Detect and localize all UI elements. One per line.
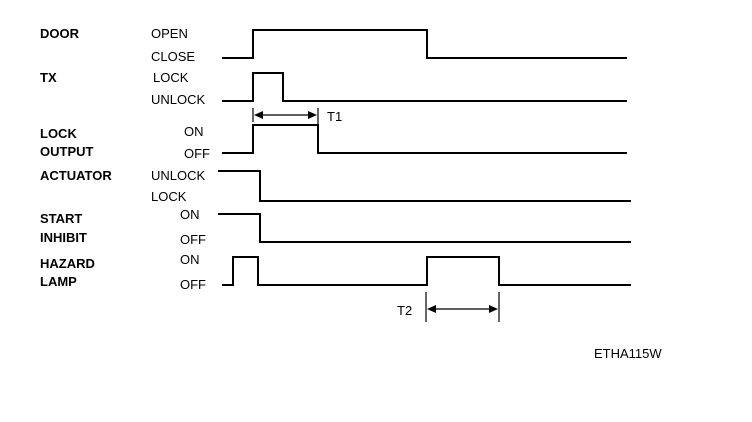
hazard-lamp-name-line2: LAMP xyxy=(40,274,77,289)
door-state-low: CLOSE xyxy=(151,49,195,64)
t1-arrow-right xyxy=(308,111,317,119)
lock-output-waveform xyxy=(222,124,627,154)
signal-lock-output: LOCK OUTPUT ON OFF xyxy=(40,124,627,161)
door-state-high: OPEN xyxy=(151,26,188,41)
door-name: DOOR xyxy=(40,26,80,41)
t1-label: T1 xyxy=(327,109,342,124)
actuator-waveform xyxy=(218,170,631,202)
hazard-lamp-waveform xyxy=(222,256,631,286)
lock-output-state-high: ON xyxy=(184,124,204,139)
lock-output-name-line1: LOCK xyxy=(40,126,77,141)
tx-state-low: UNLOCK xyxy=(151,92,206,107)
t2-dimension: T2 xyxy=(397,292,500,322)
signal-start-inhibit: START INHIBIT ON OFF xyxy=(40,207,631,247)
door-waveform xyxy=(222,29,627,59)
actuator-state-low: LOCK xyxy=(151,189,187,204)
actuator-state-high: UNLOCK xyxy=(151,168,206,183)
hazard-lamp-state-low: OFF xyxy=(180,277,206,292)
start-inhibit-name-line1: START xyxy=(40,211,82,226)
start-inhibit-state-low: OFF xyxy=(180,232,206,247)
signal-door: DOOR OPEN CLOSE xyxy=(40,26,627,64)
start-inhibit-name-line2: INHIBIT xyxy=(40,230,87,245)
signal-hazard-lamp: HAZARD LAMP ON OFF xyxy=(40,252,631,292)
hazard-lamp-name-line1: HAZARD xyxy=(40,256,95,271)
start-inhibit-state-high: ON xyxy=(180,207,200,222)
t2-arrow-left xyxy=(427,305,436,313)
hazard-lamp-state-high: ON xyxy=(180,252,200,267)
t2-arrow-right xyxy=(489,305,498,313)
figure-id: ETHA115W xyxy=(594,346,662,361)
actuator-name: ACTUATOR xyxy=(40,168,112,183)
t1-dimension: T1 xyxy=(252,108,342,124)
signal-actuator: ACTUATOR UNLOCK LOCK xyxy=(40,168,631,204)
tx-waveform xyxy=(222,72,627,102)
lock-output-state-low: OFF xyxy=(184,146,210,161)
t2-label: T2 xyxy=(397,303,412,318)
start-inhibit-waveform xyxy=(218,213,631,243)
lock-output-name-line2: OUTPUT xyxy=(40,144,94,159)
t1-arrow-left xyxy=(254,111,263,119)
signal-tx: TX LOCK UNLOCK xyxy=(40,70,627,107)
tx-state-high: LOCK xyxy=(153,70,189,85)
tx-name: TX xyxy=(40,70,57,85)
